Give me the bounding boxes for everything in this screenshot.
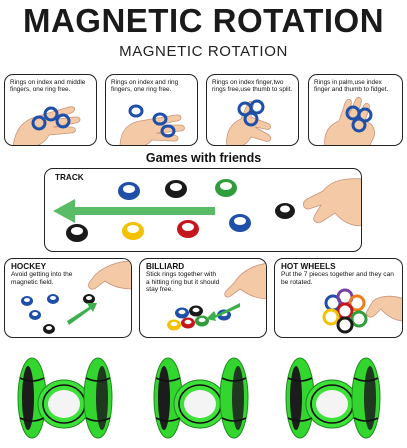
hand-illustration — [366, 295, 402, 322]
usage-panel-2: Rings on index and ring fingers, one rin… — [105, 74, 198, 146]
usage-panel-3: Rings on index finger,two rings free,use… — [206, 74, 299, 146]
hockey-illustration — [21, 260, 131, 334]
ring-icon — [275, 203, 295, 219]
track-label: TRACK — [55, 173, 84, 182]
hand-illustration — [303, 178, 361, 227]
usage-panel-text: Rings on index and middle fingers, one r… — [10, 79, 86, 94]
arrow-icon — [206, 303, 240, 321]
ring-icon — [165, 180, 187, 198]
ring-icon — [177, 220, 199, 238]
billiard-illustration — [167, 262, 266, 331]
ring-icon — [229, 214, 251, 232]
fidget-ring-product — [285, 357, 381, 439]
games-title: Games with friends — [145, 151, 262, 165]
page-subtitle: MAGNETIC ROTATION — [119, 43, 288, 60]
ring-icon — [167, 319, 181, 331]
ring-icon — [336, 316, 354, 334]
hand-illustration — [88, 260, 131, 290]
hot-wheels-illustration — [322, 288, 402, 334]
track-illustration — [53, 178, 361, 242]
page-title: MAGNETIC ROTATION — [22, 2, 385, 39]
ring-icon — [43, 324, 55, 334]
ring-icon — [66, 224, 88, 242]
hand-illustration — [324, 97, 375, 145]
ring-icon — [351, 117, 367, 133]
ring-icon — [83, 294, 95, 304]
hand-illustration — [226, 99, 272, 145]
usage-panel-text: Rings on index and ring fingers, one rin… — [111, 79, 179, 94]
hand-illustration — [224, 262, 266, 300]
ring-icon — [249, 99, 265, 115]
hot-wheels-panel: HOT WHEELS Put the 7 pieces together and… — [274, 258, 403, 338]
ring-icon — [43, 106, 59, 122]
arrow-icon — [67, 303, 97, 325]
ring-icon — [152, 112, 168, 126]
usage-panel-text: Rings in palm,use index finger and thumb… — [314, 79, 389, 94]
ring-icon — [336, 302, 354, 320]
ring-icon — [195, 315, 209, 327]
hand-illustration — [119, 104, 185, 145]
fidget-ring-product — [153, 357, 249, 439]
ring-icon — [31, 115, 47, 131]
ring-icon — [55, 113, 71, 129]
usage-panel-4: Rings in palm,use index finger and thumb… — [308, 74, 403, 146]
hockey-label: HOCKEY — [11, 262, 47, 271]
hockey-description: Avoid getting into the magnetic field. — [11, 271, 73, 286]
billiard-description: Stick rings together with a hitting ring… — [146, 271, 220, 294]
track-panel: TRACK — [44, 168, 362, 252]
hand-illustration — [12, 106, 81, 145]
hot-wheels-label: HOT WHEELS — [281, 262, 336, 271]
ring-icon — [118, 182, 140, 200]
ring-icon — [243, 111, 259, 127]
fidget-ring-product — [17, 357, 113, 439]
ring-icon — [322, 308, 340, 326]
ring-icon — [175, 307, 189, 319]
billiard-label: BILLIARD — [146, 262, 185, 271]
ring-icon — [21, 296, 33, 306]
ring-icon — [350, 310, 368, 328]
ring-icon — [189, 305, 203, 317]
product-photo-row — [17, 357, 381, 439]
ring-icon — [122, 222, 144, 240]
ring-icon — [29, 310, 41, 320]
arrow-icon — [53, 199, 215, 223]
hockey-panel: HOCKEY Avoid getting into the magnetic f… — [4, 258, 132, 338]
ring-icon — [47, 294, 59, 304]
usage-panel-text: Rings on index finger,two rings free,use… — [212, 79, 293, 94]
ring-icon — [215, 179, 237, 197]
ring-icon — [160, 124, 176, 138]
billiard-panel: BILLIARD Stick rings together with a hit… — [139, 258, 267, 338]
usage-panel-1: Rings on index and middle fingers, one r… — [4, 74, 97, 146]
ring-icon — [128, 104, 144, 118]
ring-icon — [348, 294, 366, 312]
hot-wheels-description: Put the 7 pieces together and they can b… — [281, 271, 394, 286]
ring-icon — [181, 317, 195, 329]
